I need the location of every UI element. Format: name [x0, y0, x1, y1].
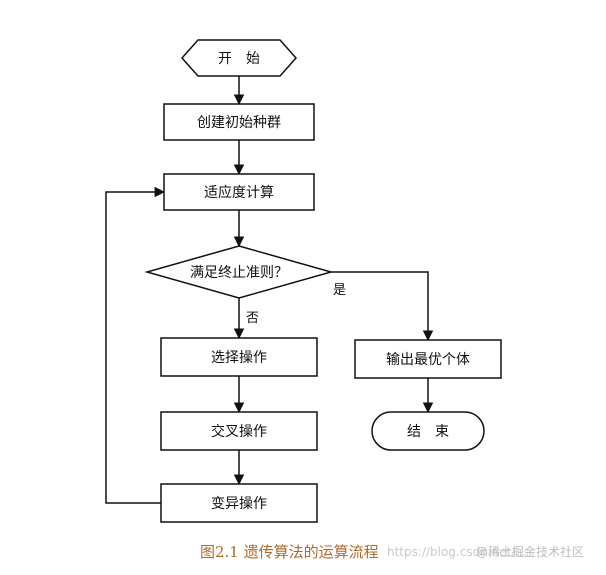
watermark-site: @稀土掘金技术社区 — [476, 544, 584, 559]
crossover-label: 交叉操作 — [211, 423, 267, 440]
start-label: 开 始 — [218, 51, 260, 67]
decision-label: 满足终止准则？ — [190, 265, 288, 281]
init-population-label: 创建初始种群 — [197, 114, 281, 131]
output-box — [354, 339, 502, 379]
fitness-box — [163, 173, 315, 211]
mutation-label: 变异操作 — [211, 496, 267, 512]
end-label: 结 束 — [407, 424, 449, 440]
end-node — [371, 411, 485, 451]
output-label: 输出最优个体 — [386, 352, 470, 368]
edge-label-yes: 是 — [333, 283, 346, 298]
edge-mutation-fitness-loop — [105, 186, 166, 504]
select-label: 选择操作 — [211, 350, 267, 366]
start-node — [180, 39, 298, 77]
crossover-box — [160, 411, 318, 451]
figure-caption: 图2.1 遗传算法的运算流程 — [200, 543, 379, 561]
mutation-box — [160, 483, 318, 523]
watermark-url: https://blog.csdn.net/... — [387, 545, 527, 559]
fitness-label: 适应度计算 — [204, 184, 274, 201]
edge-decision-output — [331, 271, 434, 342]
init-population-box — [163, 103, 315, 141]
edge-label-no: 否 — [246, 311, 259, 326]
